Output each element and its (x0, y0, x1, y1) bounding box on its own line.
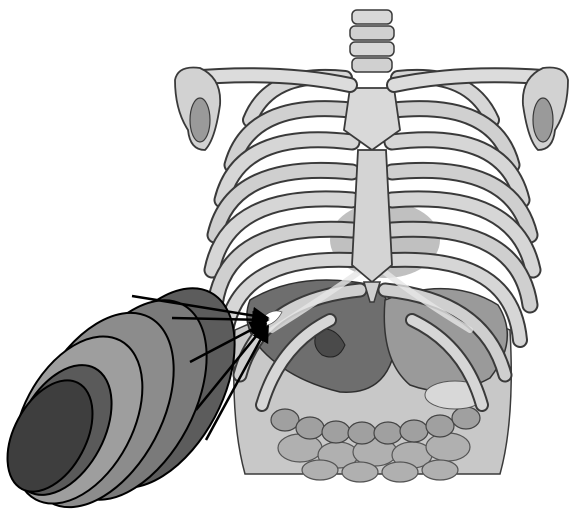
sternum-body (352, 150, 392, 282)
small-intestine (278, 433, 470, 482)
